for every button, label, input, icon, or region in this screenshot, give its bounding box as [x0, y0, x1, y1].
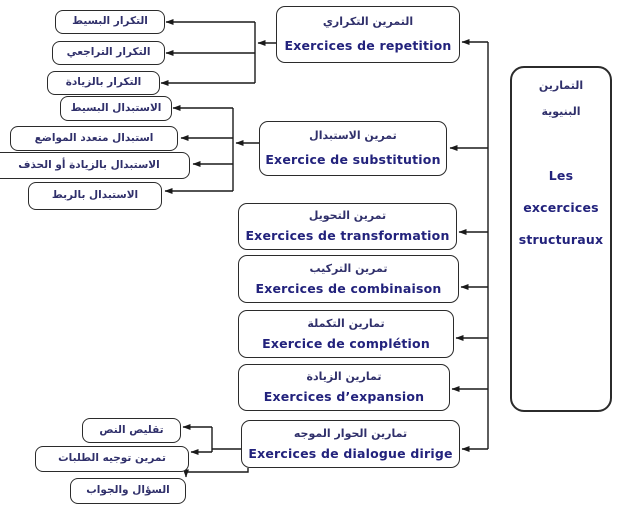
transformation-label-arabic: تمرين التحويل [308, 209, 387, 223]
sub-box-repetition-addition: التكرار بالزيادة [47, 71, 160, 95]
main-box-combinaison: تمرين التركيب Exercices de combinaison [238, 255, 459, 303]
arrow-dia-sub3 [183, 468, 249, 478]
main-box-expansion: تمارين الزيادة Exercices d’expansion [238, 364, 450, 411]
completion-label-arabic: تمارين التكملة [307, 316, 385, 330]
repetition-label-french: Exercices de repetition [284, 38, 452, 54]
completion-label-french: Exercice de complétion [262, 335, 430, 351]
sub-label: تقليص النص [99, 423, 164, 436]
main-box-repetition: التمرين التكراري Exercices de repetition [276, 6, 460, 63]
sub-box-repetition-regressive: التكرار التراجعي [52, 41, 165, 65]
sub-label: التكرار البسيط [72, 15, 148, 28]
main-box-substitution: تمرين الاستبدال Exercice de substitution [259, 121, 447, 176]
sub-box-request-guidance: تمرين توجيه الطلبات [35, 446, 189, 472]
sub-label: التكرار بالزيادة [65, 76, 142, 89]
sub-label: السؤال والجواب [86, 484, 170, 497]
substitution-label-arabic: تمرين الاستبدال [309, 129, 397, 143]
sub-label: تمرين توجيه الطلبات [58, 452, 166, 465]
repetition-label-arabic: التمرين التكراري [322, 14, 414, 28]
expansion-label-french: Exercices d’expansion [263, 388, 425, 404]
root-title-arabic-1: التمارين [538, 79, 584, 92]
dialogue-label-arabic: تمارين الحوار الموجه [293, 426, 408, 440]
root-title-french-1: Les [548, 168, 574, 184]
sub-label: الاستبدال بالزيادة أو الحذف [18, 158, 160, 171]
combinaison-label-french: Exercices de combinaison [255, 280, 442, 296]
sub-box-substitution-linking: الاستبدال بالربط [28, 182, 162, 210]
sub-label: الاستبدال بالربط [51, 189, 139, 202]
main-box-dialogue: تمارين الحوار الموجه Exercices de dialog… [241, 420, 460, 468]
combinaison-label-arabic: تمرين التركيب [309, 261, 388, 275]
sub-label: التكرار التراجعي [66, 46, 151, 59]
root-title-arabic-2: البنيوية [541, 105, 581, 119]
sub-box-text-reduction: تقليص النص [82, 418, 181, 443]
substitution-label-french: Exercice de substitution [265, 151, 441, 167]
main-box-completion: تمارين التكملة Exercice de complétion [238, 310, 454, 358]
expansion-label-arabic: تمارين الزيادة [306, 370, 382, 384]
sub-box-repetition-simple: التكرار البسيط [55, 10, 165, 34]
root-title-french-3: structuraux [518, 231, 604, 247]
dialogue-label-french: Exercices de dialogue dirige [248, 445, 453, 461]
sub-label: الاستبدال البسيط [70, 101, 162, 114]
root-title-french-2: excercices [523, 199, 599, 215]
transformation-label-french: Exercices de transformation [245, 227, 450, 243]
sub-box-substitution-multi-position: استبدال متعدد المواضع [10, 126, 178, 151]
main-box-transformation: تمرين التحويل Exercices de transformatio… [238, 203, 457, 250]
sub-box-question-answer: السؤال والجواب [70, 478, 186, 504]
sub-box-substitution-simple: الاستبدال البسيط [60, 96, 172, 121]
sub-box-substitution-add-delete: الاستبدال بالزيادة أو الحذف [0, 152, 190, 179]
root-box-structural-exercises: التمارين البنيوية Les excercices structu… [510, 66, 612, 412]
sub-label: استبدال متعدد المواضع [34, 131, 154, 144]
